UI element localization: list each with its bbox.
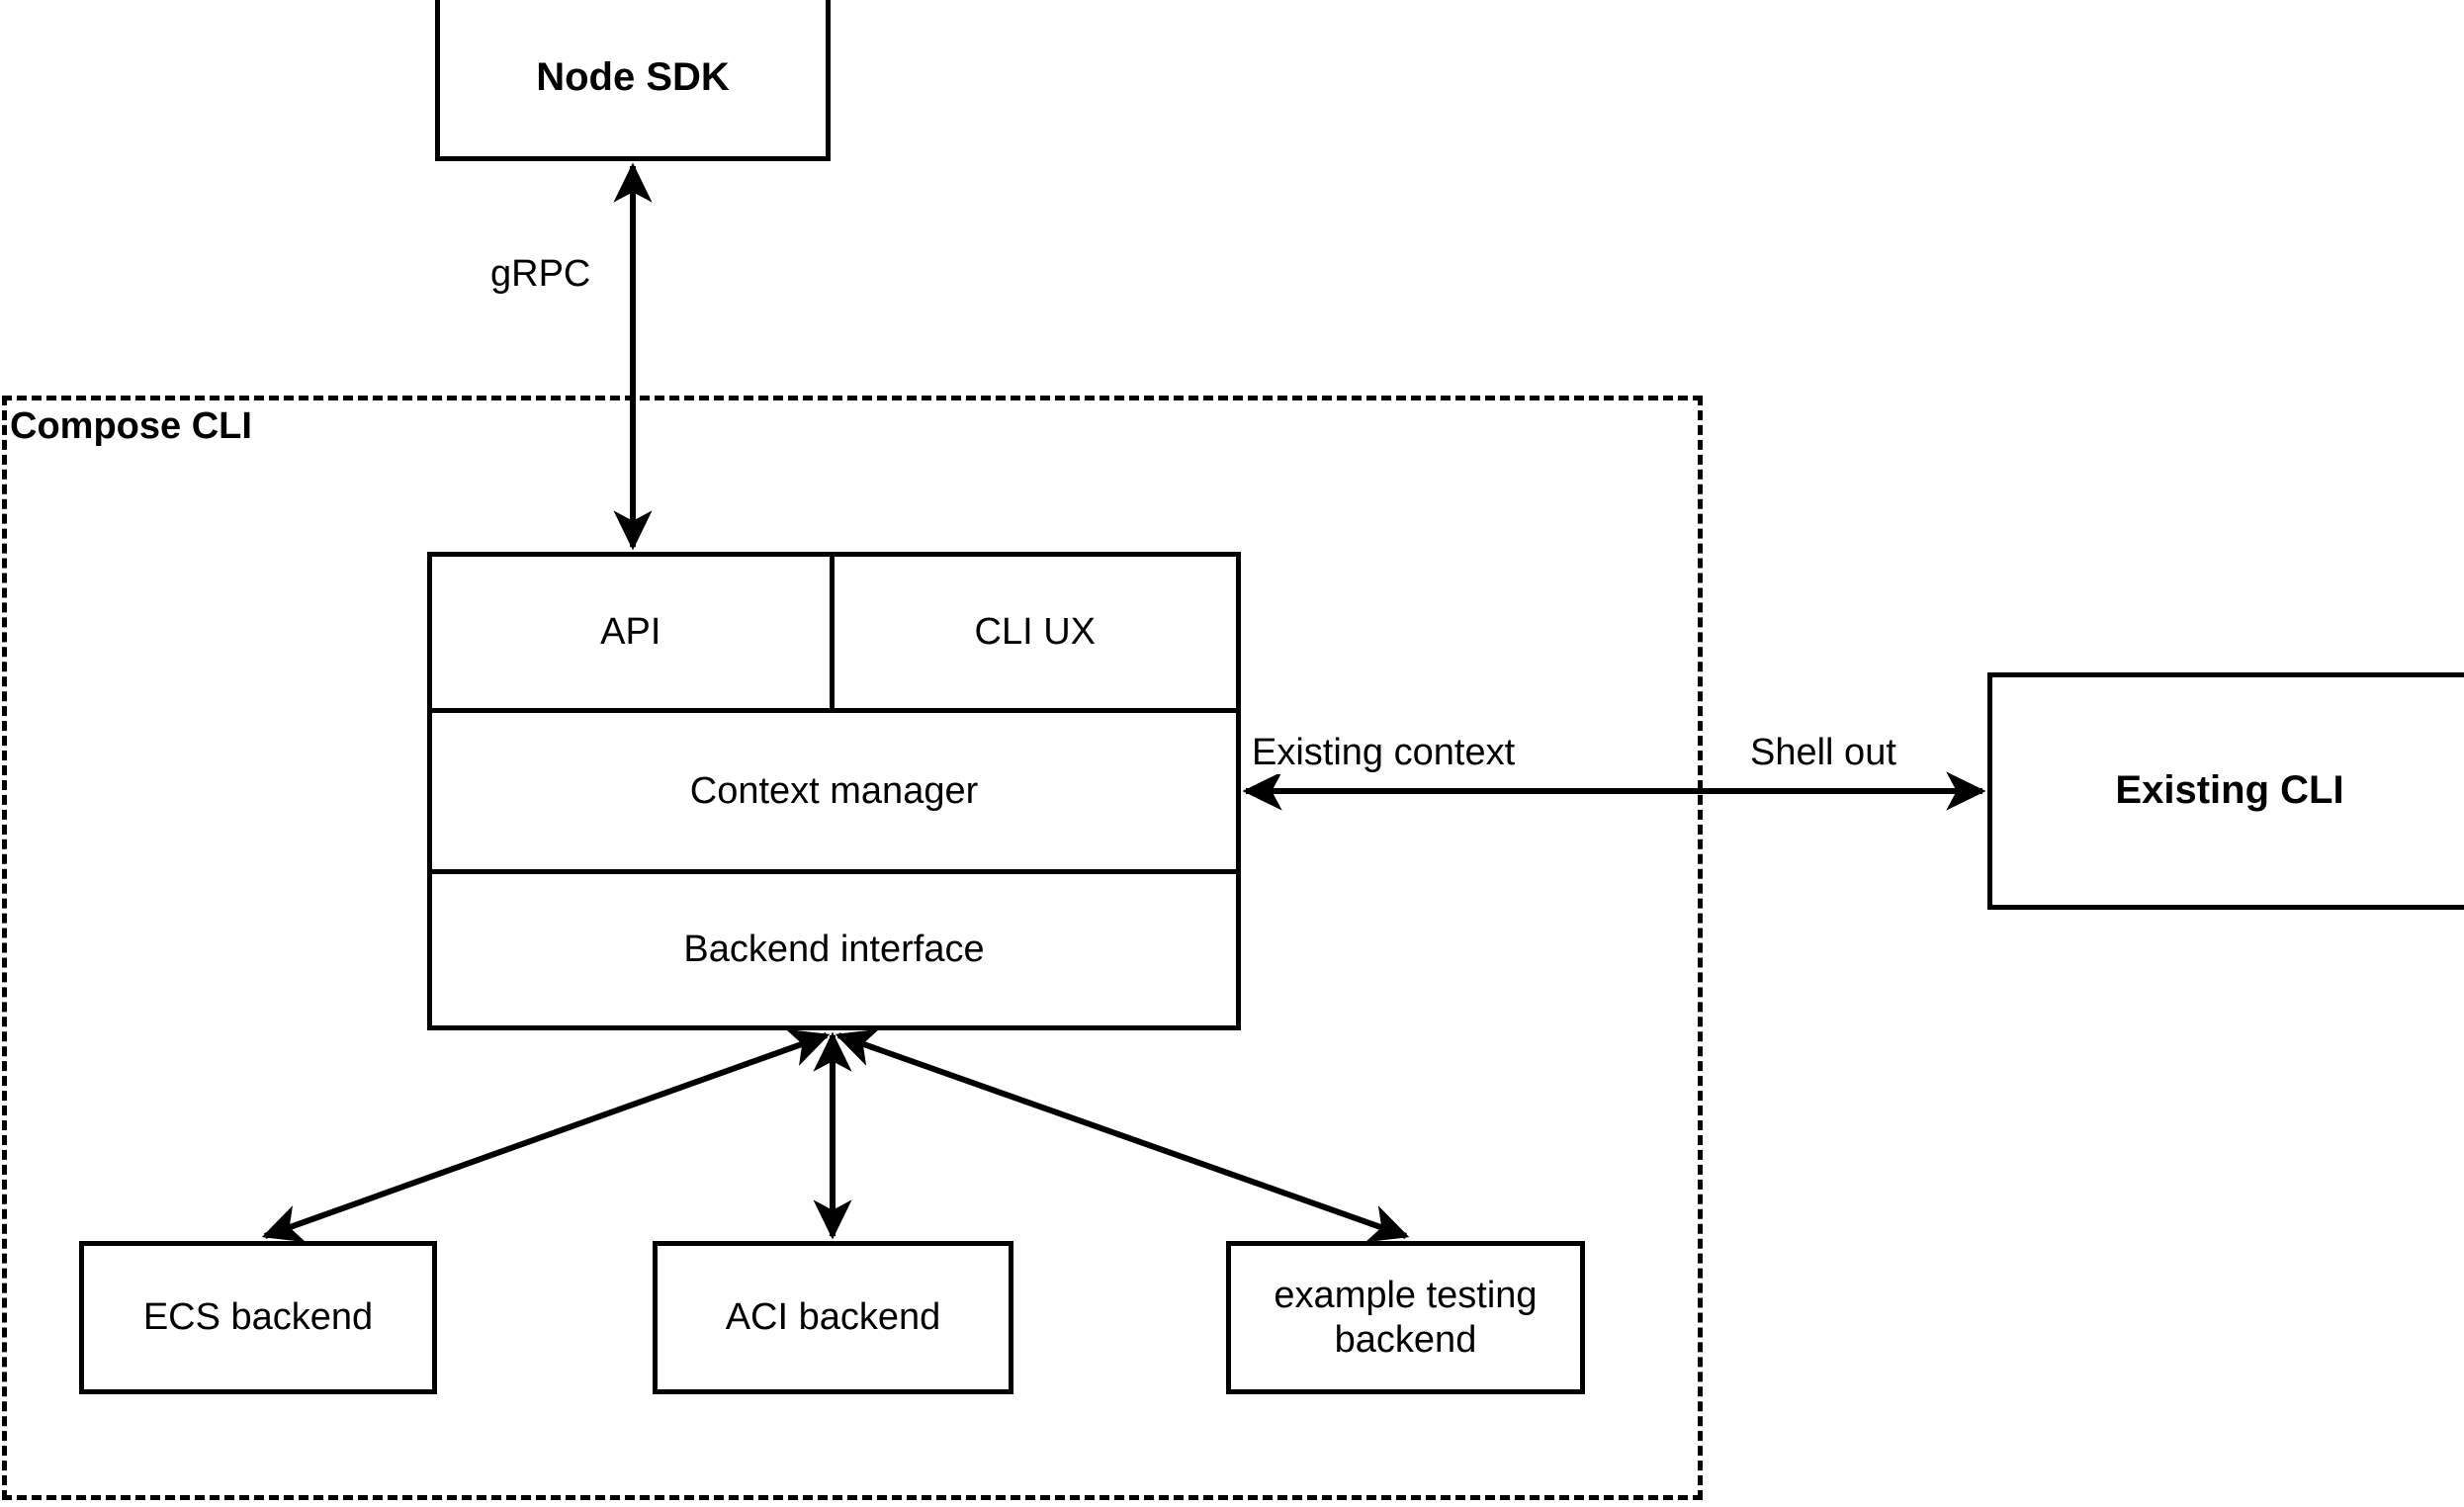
backend-interface-cell[interactable]: Backend interface (432, 874, 1236, 1025)
context-manager-cell[interactable]: Context manager (432, 713, 1236, 874)
example-testing-backend-label-line1: example testing (1274, 1274, 1538, 1316)
example-testing-backend-box[interactable]: example testing backend (1226, 1241, 1585, 1394)
backend-interface-label: Backend interface (683, 928, 985, 970)
api-cell[interactable]: API (432, 557, 835, 709)
compose-cli-main-stack: API CLI UX Context manager Backend inter… (427, 552, 1241, 1030)
ecs-backend-label: ECS backend (142, 1296, 374, 1339)
example-testing-backend-label: example testing backend (1264, 1274, 1546, 1363)
stack-row-api-cliux: API CLI UX (432, 557, 1237, 714)
aci-backend-label: ACI backend (725, 1296, 941, 1339)
cli-ux-label: CLI UX (974, 611, 1096, 654)
cli-ux-cell[interactable]: CLI UX (835, 557, 1237, 708)
node-sdk-label: Node SDK (536, 55, 730, 100)
edge-label-existing-context: Existing context (1248, 732, 1520, 774)
existing-cli-box[interactable]: Existing CLI (1987, 672, 2464, 910)
edge-label-shell-out: Shell out (1746, 732, 1900, 774)
existing-cli-label: Existing CLI (2115, 768, 2344, 813)
ecs-backend-box[interactable]: ECS backend (79, 1241, 437, 1394)
edge-label-grpc: gRPC (486, 253, 595, 296)
context-manager-label: Context manager (689, 769, 979, 812)
compose-cli-group-label: Compose CLI (10, 405, 252, 447)
node-sdk-box[interactable]: Node SDK (435, 0, 831, 161)
aci-backend-box[interactable]: ACI backend (653, 1241, 1013, 1394)
example-testing-backend-label-line2: backend (1334, 1318, 1477, 1361)
api-label: API (600, 611, 661, 654)
compose-cli-group-border (2, 396, 1703, 1500)
